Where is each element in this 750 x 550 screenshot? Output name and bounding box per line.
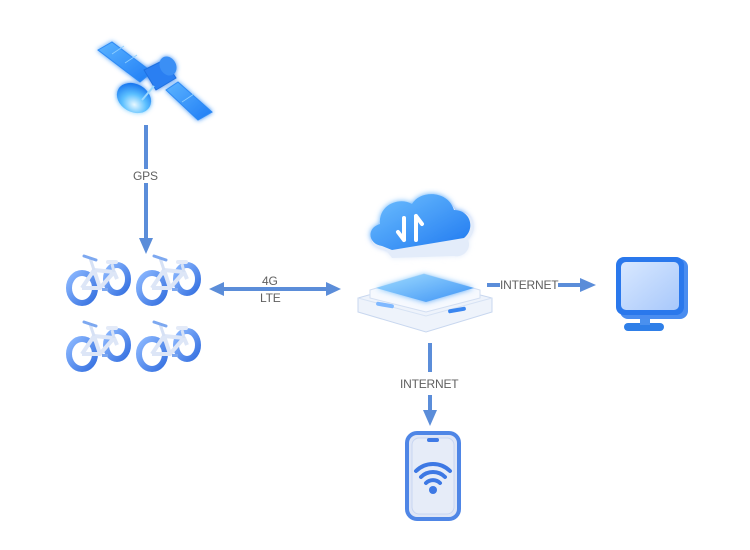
satellite-icon (97, 41, 213, 121)
bicycle-icon (69, 256, 128, 303)
edge-internet-monitor-label: INTERNET (500, 278, 559, 292)
edge-internet-phone (423, 343, 437, 426)
monitor-icon (616, 257, 688, 331)
wifi-icon (414, 461, 452, 494)
download-arrow-icon (396, 216, 406, 242)
edge-internet-phone-label: INTERNET (400, 377, 459, 391)
upload-arrow-icon (414, 214, 424, 242)
smartphone-icon (405, 431, 461, 521)
edge-internet-phone-arrowhead (423, 410, 437, 426)
speaker-slot (427, 438, 439, 442)
edge-4g-lte (209, 282, 341, 296)
edge-internet-monitor (487, 278, 596, 292)
edge-gps-label: GPS (133, 169, 158, 183)
edge-4g-lte-arrowhead-right (326, 282, 341, 296)
bicycle-icon (139, 322, 198, 369)
edge-lte-label: LTE (260, 291, 281, 305)
bicycle-fleet (62, 250, 210, 380)
bikes-group (62, 250, 210, 380)
edge-internet-monitor-arrowhead (580, 278, 596, 292)
edge-4g-lte-arrowhead-left (209, 282, 224, 296)
cloud-server-icon (357, 194, 493, 333)
bicycle-icon (69, 322, 128, 369)
edge-gps-arrowhead (139, 238, 153, 254)
edge-4g-label: 4G (262, 274, 278, 288)
bicycle-icon (139, 256, 198, 303)
edge-gps (139, 125, 153, 254)
